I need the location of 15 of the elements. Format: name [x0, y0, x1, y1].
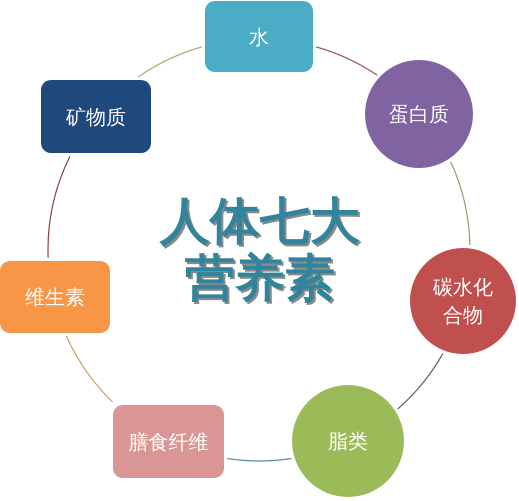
connector-arc: [66, 336, 113, 402]
connector-arc: [48, 156, 70, 258]
connector-arc: [227, 458, 292, 462]
category-circle: 脂类: [292, 385, 404, 497]
category-circle: 蛋白质: [365, 60, 473, 168]
category-box: 膳食纤维: [113, 405, 224, 478]
connector-arc: [138, 46, 202, 78]
category-box: 矿物质: [41, 80, 151, 153]
category-box: 维生素: [0, 261, 110, 333]
diagram-title: 人体七大营养素: [158, 192, 361, 306]
category-box: 水: [205, 1, 313, 72]
connector-arc: [450, 161, 471, 246]
connector-arc: [397, 353, 444, 410]
category-circle: 碳水化合物: [410, 248, 516, 354]
connector-arc: [316, 46, 378, 76]
